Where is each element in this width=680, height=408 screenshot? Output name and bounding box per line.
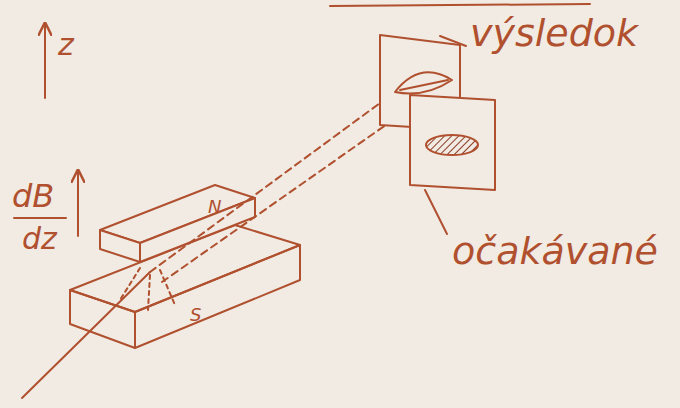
screen-label: výsledok [470, 14, 638, 52]
axis-label: z [58, 30, 74, 60]
gradient-denominator: dz [22, 224, 57, 254]
gradient-numerator: dB [12, 180, 54, 212]
pole-label: N [208, 198, 221, 216]
z-axis-arrow [44, 25, 46, 98]
leader-line [440, 36, 466, 46]
expected-screen [410, 95, 495, 190]
fraction-bar [14, 217, 66, 219]
screen-label: očakávané [452, 232, 658, 270]
pole-label: S [190, 306, 201, 324]
leader-line [425, 190, 447, 234]
magnet-north [100, 185, 255, 262]
top-line [330, 4, 590, 6]
atom-beam [22, 92, 410, 398]
gradient-arrow [77, 172, 79, 236]
